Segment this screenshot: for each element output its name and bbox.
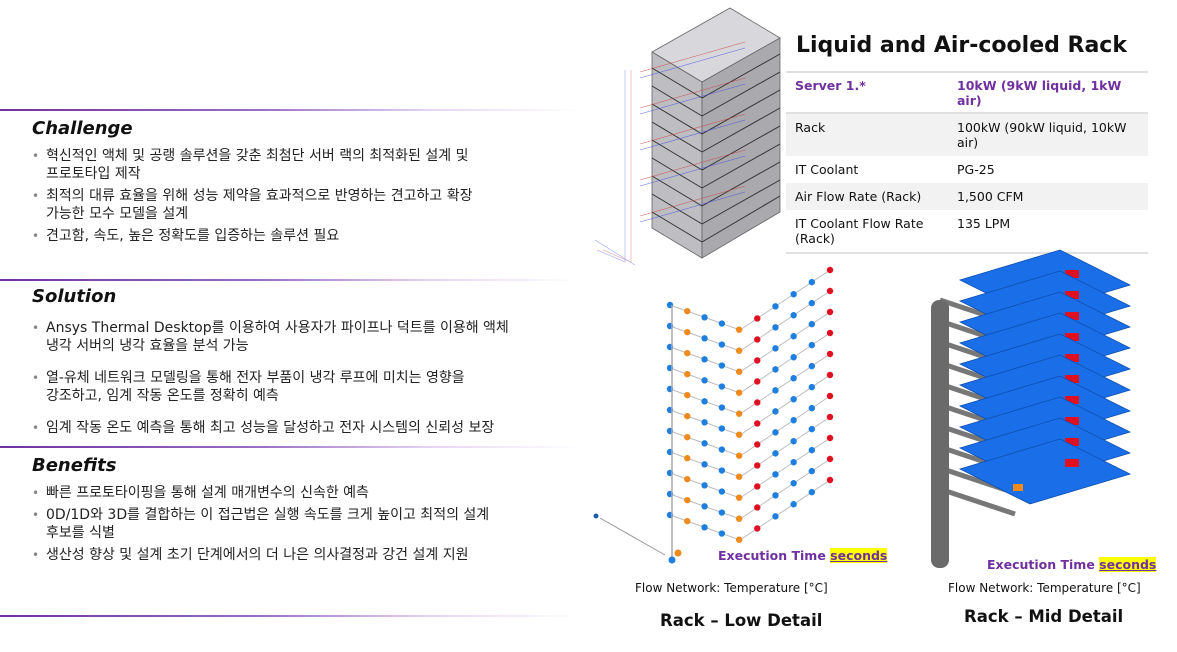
challenge-item: 최적의 대류 효율을 위해 성능 제약을 효과적으로 반영하는 견고하고 확장가… xyxy=(32,187,592,223)
solution-item: 열-유체 네트워크 모델링을 통해 전자 부품이 냉각 루프에 미치는 영향을강… xyxy=(32,369,592,405)
low-detail-flow-network-image xyxy=(593,266,834,564)
spec-value: 100kW (90kW liquid, 10kW air) xyxy=(948,113,1148,156)
solution-title: Solution xyxy=(32,286,117,307)
challenge-list: 혁신적인 액체 및 공랭 솔루션을 갖춘 최첨단 서버 랙의 최적화된 설계 및… xyxy=(32,147,592,245)
solution-item: Ansys Thermal Desktop를 이용하여 사용자가 파이프나 덕트… xyxy=(32,319,592,355)
challenge-item: 견고함, 속도, 높은 정확도를 입증하는 솔루션 필요 xyxy=(32,227,592,245)
spec-row: IT Coolant Flow Rate (Rack) 135 LPM xyxy=(786,210,1148,254)
benefits-title: Benefits xyxy=(32,455,117,476)
solution-list: Ansys Thermal Desktop를 이용하여 사용자가 파이프나 덕트… xyxy=(32,319,592,437)
execution-time-value: seconds xyxy=(1099,557,1157,572)
mid-detail-thermal-model-image xyxy=(931,249,1132,568)
execution-time-value: seconds xyxy=(830,548,888,563)
spec-key: Air Flow Rate (Rack) xyxy=(786,183,948,210)
divider-challenge-solution xyxy=(0,279,580,281)
benefits-item: 0D/1D와 3D를 결합하는 이 접근법은 실행 속도를 크게 높이고 최적의… xyxy=(32,506,592,542)
divider-solution-benefits xyxy=(0,446,580,448)
mid-detail-execution-time: Execution Time seconds xyxy=(987,557,1157,572)
spec-key: IT Coolant Flow Rate (Rack) xyxy=(786,210,948,254)
benefits-item: 빠른 프로토타이핑을 통해 설계 매개변수의 신속한 예측 xyxy=(32,484,592,502)
spec-value: PG-25 xyxy=(957,162,995,177)
spec-table: Server 1.* 10kW (9kW liquid, 1kW air) Ra… xyxy=(786,71,1148,254)
solution-item: 임계 작동 온도 예측을 통해 최고 성능을 달성하고 전자 시스템의 신뢰성 … xyxy=(32,419,592,437)
benefits-item: 생산성 향상 및 설계 초기 단계에서의 더 나은 의사결정과 강건 설계 지원 xyxy=(32,546,592,564)
spec-row: IT Coolant PG-25 xyxy=(786,156,1148,183)
spec-value: 1,500 CFM xyxy=(948,183,1148,210)
challenge-title: Challenge xyxy=(32,118,133,139)
spec-key: Server 1.* xyxy=(786,72,948,114)
low-detail-caption: Flow Network: Temperature [°C] xyxy=(635,581,828,595)
spec-table-header-row: Server 1.* 10kW (9kW liquid, 1kW air) xyxy=(786,72,1148,114)
spec-table-title: Liquid and Air-cooled Rack xyxy=(796,33,1127,58)
spec-key: IT Coolant xyxy=(795,162,859,177)
mid-detail-caption: Flow Network: Temperature [°C] xyxy=(948,581,1141,595)
spec-value: 135 LPM xyxy=(948,210,1148,254)
benefits-section: Benefits 빠른 프로토타이핑을 통해 설계 매개변수의 신속한 예측 0… xyxy=(32,455,592,564)
challenge-section: Challenge 혁신적인 액체 및 공랭 솔루션을 갖춘 최첨단 서버 랙의… xyxy=(32,118,592,245)
spec-key: Rack xyxy=(786,113,948,156)
challenge-item: 혁신적인 액체 및 공랭 솔루션을 갖춘 최첨단 서버 랙의 최적화된 설계 및… xyxy=(32,147,592,183)
spec-row: Rack 100kW (90kW liquid, 10kW air) xyxy=(786,113,1148,156)
spec-row: Air Flow Rate (Rack) 1,500 CFM xyxy=(786,183,1148,210)
low-detail-subtitle: Rack – Low Detail xyxy=(660,611,823,630)
mid-detail-subtitle: Rack – Mid Detail xyxy=(964,607,1124,626)
divider-bottom xyxy=(0,615,580,617)
rack-3d-model-image xyxy=(595,7,781,266)
benefits-list: 빠른 프로토타이핑을 통해 설계 매개변수의 신속한 예측 0D/1D와 3D를… xyxy=(32,484,592,564)
spec-value: 10kW (9kW liquid, 1kW air) xyxy=(948,72,1148,114)
low-detail-execution-time: Execution Time seconds xyxy=(718,548,888,563)
divider-top xyxy=(0,109,580,111)
solution-section: Solution Ansys Thermal Desktop를 이용하여 사용자… xyxy=(32,286,592,437)
